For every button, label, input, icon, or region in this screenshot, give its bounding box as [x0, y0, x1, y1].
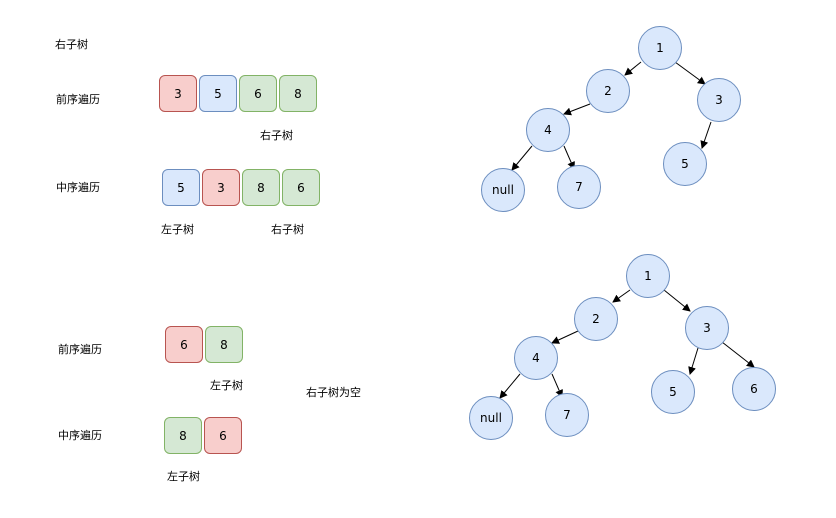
tree-node — [685, 306, 729, 350]
tree-node — [514, 336, 558, 380]
preorder-cell: 8 — [205, 326, 243, 363]
right-subtree-label: 右子树 — [271, 223, 304, 236]
node-label: 5 — [669, 385, 677, 399]
tree-node — [469, 396, 513, 440]
tree-node — [732, 367, 776, 411]
tree-edge — [674, 61, 706, 85]
preorder-cell: 6 — [165, 326, 203, 363]
inorder-cell: 5 — [162, 169, 200, 206]
tree-edge — [700, 121, 712, 149]
tree-edge — [721, 341, 755, 368]
preorder-label: 前序遍历 — [56, 93, 100, 106]
node-label: 4 — [532, 351, 540, 365]
inorder-cell: 6 — [204, 417, 242, 454]
tree-node — [663, 142, 707, 186]
tree-node — [651, 370, 695, 414]
tree-node — [481, 168, 525, 212]
preorder-cell: 6 — [239, 75, 277, 112]
inorder-cell: 8 — [242, 169, 280, 206]
tree-edge — [499, 373, 521, 399]
tree-edge — [624, 61, 642, 76]
node-label: 7 — [575, 180, 583, 194]
node-label: 6 — [750, 382, 758, 396]
right-subtree-label: 右子树 — [260, 129, 293, 142]
node-label: 4 — [544, 123, 552, 137]
tree-node — [545, 393, 589, 437]
node-label: 2 — [604, 84, 612, 98]
inorder-cell: 3 — [202, 169, 240, 206]
tree-edge — [551, 330, 579, 344]
empty-right-subtree-note: 右子树为空 — [306, 386, 361, 399]
tree-node — [526, 108, 570, 152]
tree-edge — [663, 289, 691, 312]
inorder-cell: 6 — [282, 169, 320, 206]
node-label: null — [480, 411, 502, 425]
tree-node — [697, 78, 741, 122]
tree-edge — [511, 145, 533, 171]
preorder-cell: 3 — [159, 75, 197, 112]
tree-node — [586, 69, 630, 113]
inorder-cell: 8 — [164, 417, 202, 454]
node-label: 3 — [715, 93, 723, 107]
node-label: null — [492, 183, 514, 197]
node-label: 7 — [563, 408, 571, 422]
tree-node — [574, 297, 618, 341]
tree-edges — [499, 289, 755, 399]
left-subtree-label: 左子树 — [167, 470, 200, 483]
section-title: 右子树 — [55, 38, 88, 51]
node-label: 1 — [644, 269, 652, 283]
tree-edge — [563, 103, 591, 116]
inorder-label: 中序遍历 — [56, 181, 100, 194]
preorder-label: 前序遍历 — [58, 343, 102, 356]
tree-edge — [551, 373, 563, 398]
tree-edge — [612, 289, 631, 303]
tree-node — [638, 26, 682, 70]
node-label: 1 — [656, 41, 664, 55]
preorder-cell: 8 — [279, 75, 317, 112]
node-label: 2 — [592, 312, 600, 326]
tree-node — [557, 165, 601, 209]
tree-edges — [511, 61, 712, 171]
left-subtree-label: 左子树 — [161, 223, 194, 236]
tree-node — [626, 254, 670, 298]
preorder-cell: 5 — [199, 75, 237, 112]
tree-edge — [688, 347, 699, 375]
node-label: 5 — [681, 157, 689, 171]
tree-edge — [563, 145, 575, 170]
left-subtree-label: 左子树 — [210, 379, 243, 392]
node-label: 3 — [703, 321, 711, 335]
inorder-label: 中序遍历 — [58, 429, 102, 442]
